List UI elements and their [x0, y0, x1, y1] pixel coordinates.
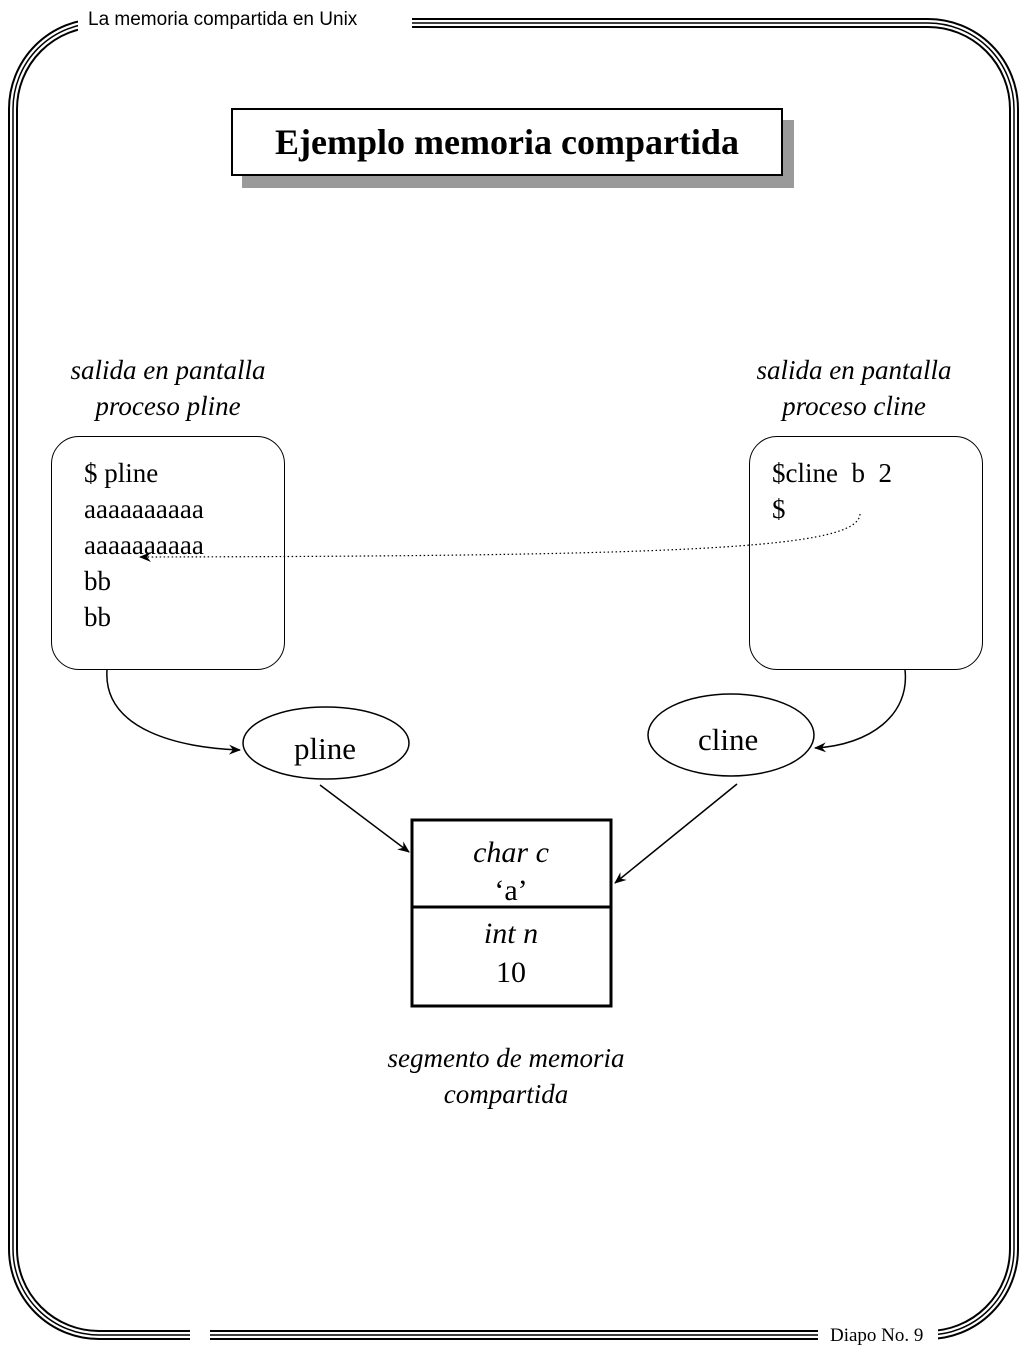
left-caption-line2: proceso pline	[95, 391, 241, 421]
left-caption-line1: salida en pantalla	[70, 355, 266, 385]
cline-label: cline	[698, 722, 759, 757]
slide-frame	[8, 18, 1019, 1340]
slide-header: La memoria compartida en Unix	[84, 9, 362, 31]
title-box: Ejemplo memoria compartida	[231, 108, 783, 176]
arrow-cline-to-segment	[614, 783, 738, 884]
cell-int-type: int n	[483, 917, 539, 950]
left-caption: salida en pantalla proceso pline	[58, 352, 278, 424]
pline-screen-line: aaaaaaaaaa	[84, 530, 204, 560]
right-caption-line1: salida en pantalla	[756, 355, 952, 385]
pline-screen: $ pline aaaaaaaaaa aaaaaaaaaa bb bb	[51, 436, 285, 670]
slide-number: Diapo No. 9	[826, 1325, 928, 1347]
arrow-left-screen-to-pline	[106, 669, 241, 755]
segment-caption: segmento de memoria compartida	[366, 1040, 646, 1112]
shared-segment-box	[410, 818, 613, 1008]
pline-screen-line: bb	[84, 602, 111, 632]
cell-int-value: 10	[496, 956, 526, 989]
right-caption: salida en pantalla proceso cline	[744, 352, 964, 424]
cline-oval	[647, 693, 815, 777]
pline-oval	[242, 706, 410, 780]
segment-caption-line2: compartida	[443, 1079, 569, 1109]
slide-title: Ejemplo memoria compartida	[275, 122, 739, 162]
cline-screen-line: $cline b 2	[772, 458, 892, 488]
cell-char-value: ‘a’	[494, 874, 528, 907]
cline-screen: $cline b 2 $	[749, 436, 983, 670]
arrow-right-screen-to-cline	[814, 669, 907, 753]
pline-screen-line: bb	[84, 566, 111, 596]
arrow-pline-to-segment	[319, 784, 410, 853]
pline-screen-line: aaaaaaaaaa	[84, 494, 204, 524]
cell-char-type: char c	[473, 836, 549, 869]
pline-label: pline	[294, 731, 356, 766]
cline-screen-line: $	[772, 494, 786, 524]
right-caption-line2: proceso cline	[782, 391, 926, 421]
pline-screen-line: $ pline	[84, 458, 159, 488]
segment-caption-line1: segmento de memoria	[387, 1043, 625, 1073]
